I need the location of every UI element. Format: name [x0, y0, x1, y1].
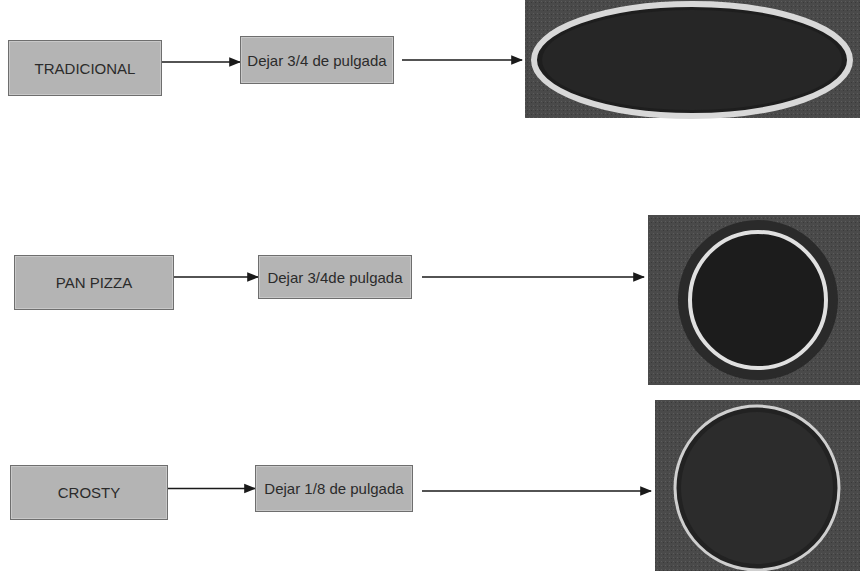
box-label: CROSTY [58, 484, 121, 501]
process-box: Dejar 3/4de pulgada [258, 255, 412, 299]
box-label: Dejar 3/4 de pulgada [247, 52, 386, 69]
pan-photo [655, 400, 860, 571]
box-label: Dejar 1/8 de pulgada [264, 480, 403, 497]
box-label: Dejar 3/4de pulgada [267, 269, 402, 286]
pan-photo [648, 215, 860, 385]
arrow-connector [168, 488, 255, 490]
process-box: Dejar 3/4 de pulgada [240, 36, 394, 84]
pan-photo [525, 0, 860, 118]
arrow-line [402, 59, 522, 61]
box-label: TRADICIONAL [35, 60, 136, 77]
arrow-line [422, 490, 651, 492]
arrow-line [422, 276, 644, 278]
arrow-connector [174, 276, 258, 278]
arrow-connector [162, 61, 240, 63]
process-box: TRADICIONAL [8, 40, 162, 96]
process-box: Dejar 1/8 de pulgada [255, 465, 413, 512]
process-box: PAN PIZZA [14, 255, 174, 310]
box-label: PAN PIZZA [56, 274, 132, 291]
process-box: CROSTY [10, 465, 168, 520]
